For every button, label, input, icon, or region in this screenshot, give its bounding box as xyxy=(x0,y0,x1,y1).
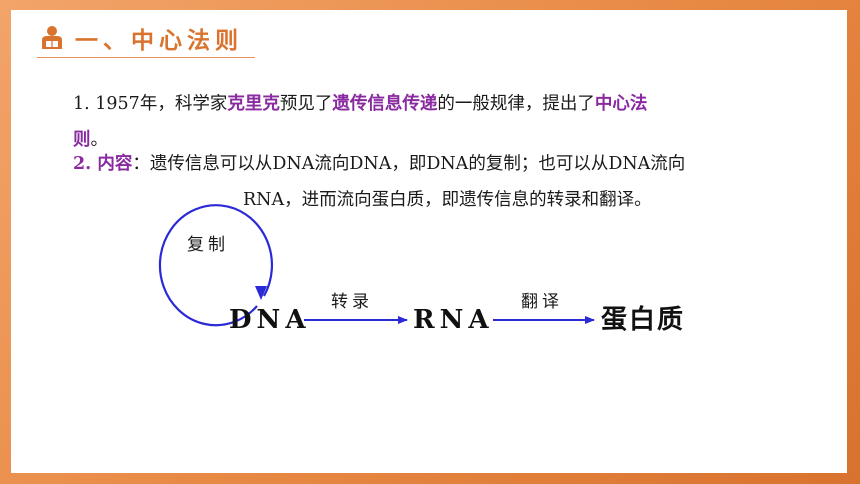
scientist-name: 克里克 xyxy=(227,94,280,114)
rna-label: RNA xyxy=(413,305,494,335)
translation-label: 翻译 xyxy=(521,292,563,312)
transcription-label: 转录 xyxy=(331,292,373,312)
central-dogma-diagram: 复制 DNA 转录 RNA 翻译 蛋白质 xyxy=(158,204,685,335)
term-central-dogma-b: 则 xyxy=(73,130,91,150)
page-title: 一、中心法则 xyxy=(75,28,243,54)
content-line1: 遗传信息可以从DNA流向DNA，即DNA的复制；也可以从DNA流向 xyxy=(149,154,686,174)
replication-label: 复制 xyxy=(187,235,229,255)
reader-person-icon xyxy=(42,26,62,49)
paragraph-number: 1. xyxy=(73,94,90,114)
paragraph-history: 1. 1957年，科学家克里克预见了遗传信息传递的一般规律，提出了中心法则。 xyxy=(73,86,793,158)
history-text-a: 1957年，科学家 xyxy=(95,94,228,114)
history-end: 。 xyxy=(90,130,109,150)
replication-arrow xyxy=(158,204,274,327)
dna-label: DNA xyxy=(229,305,311,335)
content-label: 2. 内容 xyxy=(73,154,133,174)
slide-card: 一、中心法则 1. 1957年，科学家克里克预见了遗传信息传递的一般规律，提出了… xyxy=(11,10,847,473)
header-underline xyxy=(37,57,255,58)
term-central-dogma-a: 中心法 xyxy=(594,94,648,114)
history-text-c: 的一般规律，提出了 xyxy=(437,94,595,114)
protein-label: 蛋白质 xyxy=(601,304,685,335)
replication-arrowhead xyxy=(255,286,267,300)
paragraph-content: 2. 内容：遗传信息可以从DNA流向DNA，即DNA的复制；也可以从DNA流向 … xyxy=(73,146,803,218)
history-text-b: 预见了 xyxy=(279,94,333,114)
content-line2: RNA，进而流向蛋白质，即遗传信息的转录和翻译。 xyxy=(243,190,652,210)
section-header: 一、中心法则 xyxy=(37,22,243,54)
term-genetic-info: 遗传信息传递 xyxy=(332,94,438,114)
content-colon: ： xyxy=(132,154,150,174)
